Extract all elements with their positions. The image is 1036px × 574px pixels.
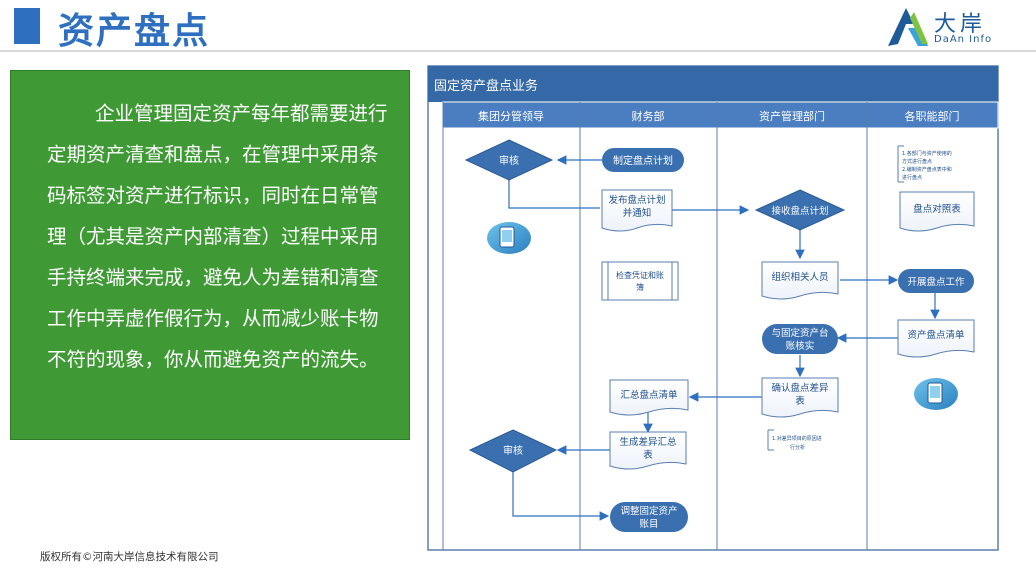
- lane-header-departments: 各职能部门: [905, 109, 960, 123]
- diff-summary-label-2: 表: [643, 449, 653, 461]
- check-voucher-label-1: 检查凭证和账: [616, 270, 664, 280]
- page-title: 资产盘点: [58, 11, 211, 52]
- intro-panel: 企业管理固定资产每年都需要进行定期资产清查和盘点，在管理中采用条码标签对资产进行…: [10, 70, 410, 440]
- review-decision-1: [464, 139, 554, 181]
- confirm-diff-document: [761, 377, 839, 418]
- organize-staff-document: [761, 261, 839, 300]
- lane-header-asset-mgmt: 资产管理部门: [759, 109, 825, 123]
- dept-note-4: 进行盘点: [902, 174, 922, 181]
- copyright-footer: 版权所有©河南大岸信息技术有限公司: [40, 551, 219, 563]
- logo-text-en: DaAn Info: [934, 34, 993, 45]
- title-accent-bar: [14, 8, 40, 44]
- lane-header-bg: [716, 101, 868, 129]
- header-divider: [0, 50, 1036, 52]
- lane-header-leader: 集团分管领导: [478, 109, 544, 123]
- summary-list-label: 汇总盘点清单: [620, 389, 678, 401]
- review-decision-2-label: 审核: [503, 444, 523, 457]
- dept-note-2: 方式进行盘点: [902, 158, 932, 165]
- receive-plan-label: 接收盘点计划: [771, 205, 828, 217]
- confirm-label-1: 确认盘点差异: [771, 382, 829, 394]
- adjust-label-1: 调整固定资产: [620, 505, 677, 517]
- compare-sheet-label: 盘点对照表: [913, 203, 961, 215]
- lane-header-finance: 财务部: [632, 109, 665, 123]
- organize-staff-label: 组织相关人员: [771, 271, 828, 283]
- diff-summary-label-1: 生成差异汇总: [619, 436, 677, 448]
- lane-header-bg: [579, 101, 718, 129]
- publish-plan-label-1: 发布盘点计划: [608, 194, 665, 206]
- logo-text-cn: 大岸: [934, 12, 987, 37]
- intro-text: 企业管理固定资产每年都需要进行定期资产清查和盘点，在管理中采用条码标签对资产进行…: [47, 102, 388, 371]
- asset-list-document: [897, 319, 975, 358]
- confirm-label-2: 表: [795, 395, 805, 407]
- review-decision-1-label: 审核: [499, 154, 519, 167]
- publish-plan-label-2: 并通知: [623, 207, 652, 219]
- handheld-terminal-icon: [487, 222, 531, 254]
- diagram-title: 固定资产盘点业务: [434, 78, 538, 94]
- summary-list-document: [609, 379, 689, 416]
- receive-plan-decision: [754, 189, 846, 231]
- company-logo: [888, 8, 928, 46]
- mgmt-note-1: 1.对差异项目的原因进: [772, 435, 822, 442]
- dept-note-3: 2.编制资产盘点表中和: [902, 166, 952, 173]
- review-decision-2: [468, 429, 558, 473]
- make-plan-process: [602, 148, 684, 172]
- make-plan-label: 制定盘点计划: [613, 154, 673, 167]
- verify-label-2: 账核实: [786, 340, 815, 352]
- check-voucher-label-2: 簿: [636, 282, 644, 292]
- publish-plan-document: [601, 189, 673, 232]
- mgmt-note-2: 行分析: [790, 444, 805, 451]
- lane-header-bg: [442, 101, 581, 129]
- diagram-title-bar: [428, 66, 998, 102]
- verify-ledger-process: [762, 324, 838, 354]
- asset-list-label: 资产盘点清单: [907, 329, 965, 341]
- check-voucher-process: [601, 261, 679, 301]
- start-count-label: 开展盘点工作: [907, 276, 965, 288]
- diff-summary-document: [609, 431, 687, 470]
- handheld-terminal-icon: [914, 378, 958, 410]
- adjust-accounts-process: [610, 502, 688, 532]
- start-count-process: [898, 269, 974, 293]
- dept-note-1: 1.各部门与资产使用的: [902, 150, 952, 157]
- adjust-label-2: 账目: [639, 519, 658, 530]
- verify-label-1: 与固定资产台: [771, 327, 828, 339]
- compare-sheet-document: [899, 191, 975, 232]
